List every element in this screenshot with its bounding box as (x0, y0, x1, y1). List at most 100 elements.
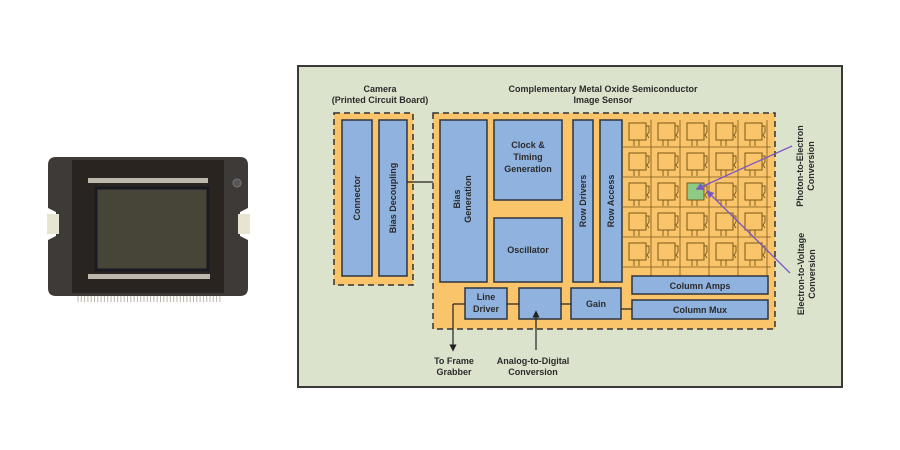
bond-wires-top (88, 178, 208, 183)
connector-block[interactable] (341, 119, 373, 277)
camera-title-1: Camera (363, 84, 397, 94)
pixel (628, 242, 650, 266)
photon-arrow (695, 145, 793, 190)
photodiode (657, 182, 676, 201)
photodiode (628, 182, 647, 201)
pixel-amplifier (675, 215, 679, 229)
pixel-amplifier (733, 245, 737, 259)
pixel (744, 242, 766, 266)
frame-grabber-label-1: To Frame (434, 356, 474, 366)
pixel-amplifier (675, 155, 679, 169)
pixel (744, 122, 766, 146)
pixel (628, 182, 650, 206)
photodiode (744, 182, 763, 201)
row-drivers-label: Row Drivers (578, 175, 588, 228)
photodiode (715, 152, 734, 171)
pixel (657, 182, 679, 206)
column-mux-label: Column Mux (673, 305, 727, 315)
photodiode (657, 242, 676, 261)
pixel (744, 212, 766, 236)
pixel (686, 122, 708, 146)
pixel-amplifier (646, 125, 650, 139)
sensor-die (94, 186, 210, 272)
pixel (628, 122, 650, 146)
pixel (715, 152, 737, 176)
pixel-amplifier (646, 155, 650, 169)
electron-label-1: Electron-to-Voltage (796, 233, 806, 315)
frame-grabber-label-2: Grabber (436, 367, 472, 377)
bias-generation-label-1: Bias (452, 189, 462, 208)
photodiode (715, 212, 734, 231)
pixel (686, 242, 708, 266)
photodiode (744, 122, 763, 141)
pixel (744, 182, 766, 206)
right-notch (238, 214, 250, 234)
pixel (657, 122, 679, 146)
pixel-amplifier (675, 245, 679, 259)
mounting-hole (232, 178, 242, 188)
photodiode (744, 212, 763, 231)
bias-generation-label-2: Generation (463, 175, 473, 223)
pixel (657, 242, 679, 266)
line-driver-label-2: Driver (473, 304, 500, 314)
pixel (657, 152, 679, 176)
pixel-amplifier (762, 155, 766, 169)
photodiode (657, 212, 676, 231)
sensor-title-2: Image Sensor (573, 95, 633, 105)
photodiode (628, 122, 647, 141)
pixel-array (622, 120, 771, 282)
clock-label-1: Clock & (511, 140, 545, 150)
bias-generation-block[interactable] (439, 119, 488, 283)
clock-timing-block[interactable] (493, 119, 563, 201)
photon-label-2: Conversion (806, 141, 816, 191)
oscillator-label: Oscillator (507, 245, 549, 255)
pixel-amplifier (733, 215, 737, 229)
row-drivers-block[interactable] (572, 119, 594, 283)
camera-title-2: (Printed Circuit Board) (332, 95, 429, 105)
adc-label-2: Conversion (508, 367, 558, 377)
oscillator-block[interactable] (493, 217, 563, 283)
row-access-block[interactable] (599, 119, 623, 283)
electron-label-2: Conversion (807, 249, 817, 299)
pixel-amplifier (704, 155, 708, 169)
photodiode (686, 122, 705, 141)
pixel (628, 212, 650, 236)
pixel-amplifier (733, 125, 737, 139)
connector-label: Connector (352, 175, 362, 220)
pixel-amplifier (733, 155, 737, 169)
pixel-amplifier (675, 125, 679, 139)
photodiode (686, 212, 705, 231)
adc-label-1: Analog-to-Digital (497, 356, 570, 366)
gain-block[interactable] (570, 287, 622, 320)
pixel (686, 152, 708, 176)
electron-arrow (706, 190, 791, 274)
photodiode (686, 242, 705, 261)
photodiode (628, 212, 647, 231)
pixel-amplifier (646, 185, 650, 199)
pixel (628, 152, 650, 176)
pixel-amplifier (762, 215, 766, 229)
pixel (715, 122, 737, 146)
bias-decoupling-block[interactable] (378, 119, 408, 277)
pixel-amplifier (704, 215, 708, 229)
column-amps-block[interactable] (631, 275, 769, 295)
photodiode (628, 152, 647, 171)
pixel (715, 212, 737, 236)
row-access-label: Row Access (606, 175, 616, 228)
adc-block[interactable] (518, 287, 562, 320)
photodiode (744, 152, 763, 171)
photodiode (686, 152, 705, 171)
clock-label-2: Timing (513, 152, 542, 162)
pixel (715, 182, 737, 206)
pixel (686, 212, 708, 236)
pixel-amplifier (704, 125, 708, 139)
clock-label-3: Generation (504, 164, 552, 174)
photodiode (715, 182, 734, 201)
bond-wires-bottom (88, 274, 210, 279)
photodiode (628, 242, 647, 261)
pixel-amplifier (646, 245, 650, 259)
pixel (657, 212, 679, 236)
bias-decoupling-label: Bias Decoupling (388, 163, 398, 234)
